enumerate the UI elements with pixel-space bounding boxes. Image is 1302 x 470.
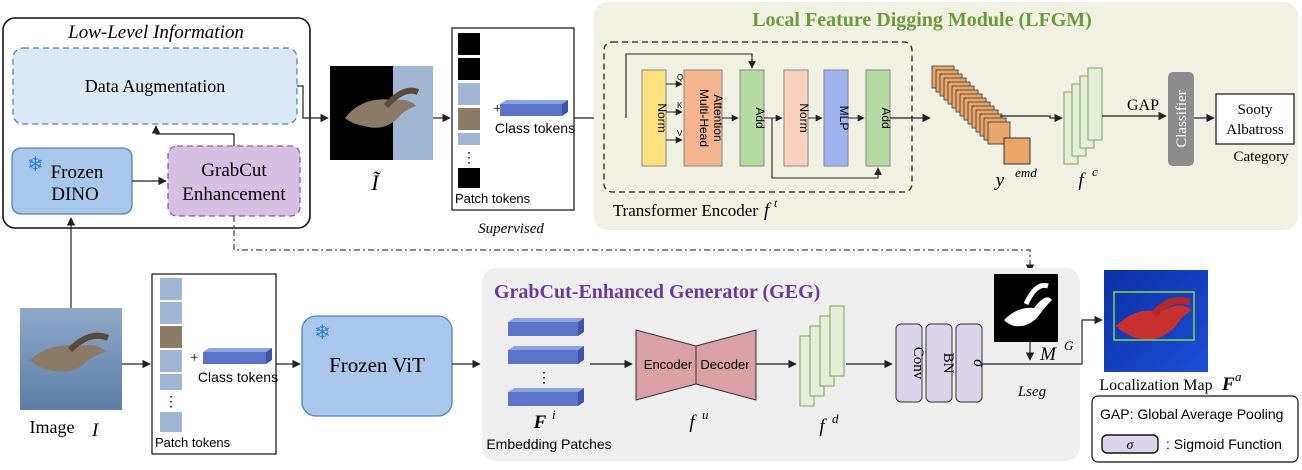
fc-superscript: c xyxy=(1092,164,1098,179)
top-ellipsis: ⋮ xyxy=(462,151,476,166)
embedding-patches: ⋮ F i Embedding Patches xyxy=(486,318,612,452)
vit-snowflake-icon: ❄ xyxy=(314,322,331,344)
q-label: Q xyxy=(677,73,683,82)
mg-symbol: M xyxy=(1039,344,1057,365)
data-augmentation-box: Data Augmentation xyxy=(12,47,298,125)
category-label: Category xyxy=(1234,149,1289,165)
fi-symbol: F xyxy=(533,412,547,433)
fa-symbol: F xyxy=(1221,374,1235,395)
conv-label: Conv xyxy=(910,347,926,380)
augmented-image: Ĩ xyxy=(330,66,433,195)
output-line1: Sooty xyxy=(1237,102,1273,118)
mha-label-2: Attention xyxy=(711,94,725,141)
legend-sigma-definition: : Sigmoid Function xyxy=(1166,436,1282,452)
add2-label: Add xyxy=(879,107,893,128)
legend-box: GAP: Global Average Pooling σ : Sigmoid … xyxy=(1091,395,1299,463)
conv-bn-sigma: Conv BN σ xyxy=(895,323,987,403)
data-augmentation-label: Data Augmentation xyxy=(85,76,225,96)
bottom-patch-tokens-label: Patch tokens xyxy=(155,435,231,450)
top-class-tokens-label: Class tokens xyxy=(495,120,575,136)
fi-superscript: i xyxy=(552,407,556,422)
norm1-label: Norm xyxy=(655,103,669,132)
geg-panel: GrabCut-Enhanced Generator (GEG) ⋮ F i E… xyxy=(482,268,1080,461)
low-level-title: Low-Level Information xyxy=(67,22,244,43)
grabcut-line1: GrabCut xyxy=(201,160,267,181)
localization-map: Localization Map F a xyxy=(1099,270,1242,395)
image-label: Image xyxy=(30,417,75,437)
grabcut-line2: Enhancement xyxy=(182,184,286,205)
grabcut-enhancement-box: GrabCut Enhancement xyxy=(167,145,301,217)
i-tilde-label: Ĩ xyxy=(370,170,381,195)
legend-gap-definition: GAP: Global Average Pooling xyxy=(1100,406,1283,422)
sigma-label: σ xyxy=(970,359,987,368)
embedding-ellipsis: ⋮ xyxy=(537,371,551,386)
top-plus: + xyxy=(493,101,501,117)
add1-label: Add xyxy=(753,107,767,128)
bn-label: BN xyxy=(940,353,956,374)
classifier-label: Classifier xyxy=(1174,90,1190,148)
fu-superscript: u xyxy=(702,407,709,422)
frozen-dino-line1: Frozen xyxy=(51,162,104,183)
fd-feature-stack: f d xyxy=(799,305,845,437)
norm2-label: Norm xyxy=(797,103,811,132)
output-line2: Albatross xyxy=(1226,122,1284,138)
frozen-dino-box: ❄ Frozen DINO xyxy=(11,147,133,215)
lseg-label: Lseg xyxy=(1017,384,1047,400)
fc-feature-stack: f c xyxy=(1063,67,1103,191)
bottom-patch-tokens-box: ⋮ + Class tokens Patch tokens xyxy=(151,273,278,455)
supervised-label: Supervised xyxy=(478,221,544,237)
k-label: K xyxy=(677,101,683,110)
encoder-label: Encoder xyxy=(644,357,693,372)
bottom-class-token xyxy=(203,348,272,364)
frozen-vit-label: Frozen ViT xyxy=(329,353,425,377)
mg-superscript: G xyxy=(1064,338,1074,353)
low-level-information-panel: Low-Level Information Data Augmentation … xyxy=(2,17,311,229)
y-superscript: emd xyxy=(1015,165,1037,180)
top-patch-tokens-box: ⋮ + Class tokens Patch tokens xyxy=(451,27,575,211)
top-patch-tokens-label: Patch tokens xyxy=(455,191,531,206)
legend-sigma: σ xyxy=(1127,438,1135,453)
bottom-ellipsis: ⋮ xyxy=(164,395,178,410)
ft-superscript: t xyxy=(774,196,778,210)
mlp-label: MLP xyxy=(837,106,851,131)
y-symbol: y xyxy=(994,170,1005,191)
frozen-vit-box: ❄ Frozen ViT xyxy=(301,315,453,417)
decoder-label: Decoder xyxy=(700,357,750,372)
localization-map-label: Localization Map xyxy=(1099,377,1212,394)
fa-superscript: a xyxy=(1235,369,1242,384)
fd-symbol: f xyxy=(819,416,827,437)
lfgm-title: Local Feature Digging Module (LFGM) xyxy=(752,9,1092,31)
image-symbol: I xyxy=(91,420,100,441)
frozen-dino-line2: DINO xyxy=(51,184,99,205)
fu-symbol: f xyxy=(689,412,697,433)
mha-label-1: Multi-Head xyxy=(697,89,711,147)
embedding-label: Embedding Patches xyxy=(486,436,611,452)
gap-label: GAP xyxy=(1127,97,1159,114)
output-category-box: Sooty Albatross xyxy=(1215,93,1295,145)
transformer-encoder-label: Transformer Encoder xyxy=(613,201,759,220)
geg-title: GrabCut-Enhanced Generator (GEG) xyxy=(494,281,820,303)
y-emd-stack: y emd xyxy=(931,65,1037,191)
fd-superscript: d xyxy=(832,411,839,426)
classifier-block: Classifier xyxy=(1168,72,1194,166)
lfgm-panel: Local Feature Digging Module (LFGM) Tran… xyxy=(594,2,1298,230)
transformer-encoder: Transformer Encoder f t Norm Multi-Head … xyxy=(603,41,913,221)
top-class-token xyxy=(500,100,568,116)
snowflake-icon: ❄ xyxy=(27,154,44,176)
v-label: V xyxy=(677,129,683,138)
encoder-decoder: Encoder Decoder f u xyxy=(635,329,757,433)
input-image: Image I xyxy=(20,308,122,441)
bottom-plus: + xyxy=(190,350,198,366)
mask-image xyxy=(994,274,1058,342)
ft-symbol: f xyxy=(764,200,772,221)
bottom-class-tokens-label: Class tokens xyxy=(198,369,278,385)
fc-symbol: f xyxy=(1078,170,1086,191)
